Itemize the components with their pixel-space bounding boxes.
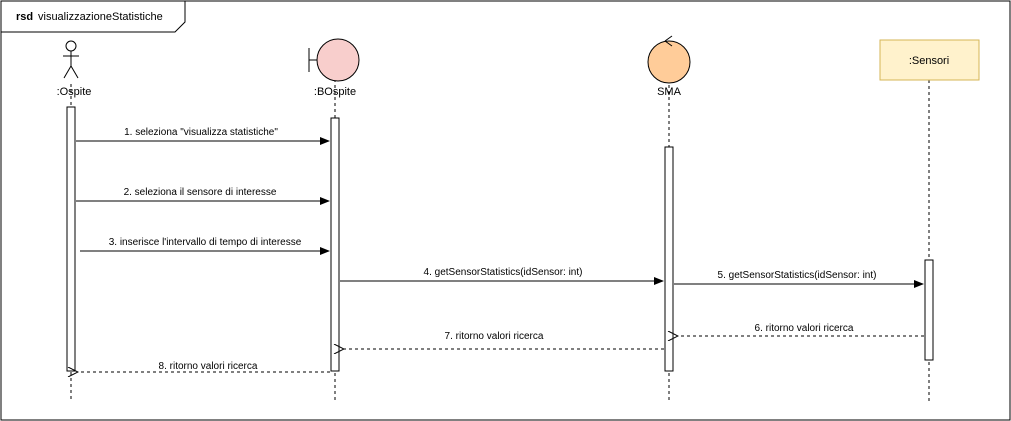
activation-bospite (330, 117, 340, 372)
message-label-5: 5. getSensorStatistics(idSensor: int) (718, 270, 877, 281)
message-label-1: 1. seleziona "visualizza statistiche" (124, 127, 278, 138)
actor-icon (63, 40, 79, 79)
frame-keyword: rsd (16, 11, 33, 23)
message-label-3: 3. inserisce l'intervallo di tempo di in… (109, 237, 302, 248)
message-label-4: 4. getSensorStatistics(idSensor: int) (424, 267, 583, 278)
activation-sensori (924, 259, 934, 361)
message-label-6: 6. ritorno valori ricerca (755, 323, 854, 334)
activation-ospite (66, 106, 76, 372)
boundary-icon (308, 38, 360, 82)
entity-sensori-box (879, 39, 980, 81)
message-label-8: 8. ritorno valori ricerca (159, 361, 258, 372)
activation-sma (664, 146, 674, 372)
frame-title: visualizzazioneStatistiche (38, 11, 163, 23)
lifeline-sensori-label: :Sensori (909, 55, 949, 67)
lifeline-sma-label: SMA (657, 86, 682, 98)
lifeline-ospite-label: :Ospite (57, 86, 92, 98)
message-label-2: 2. seleziona il sensore di interesse (124, 187, 277, 198)
control-icon (647, 35, 691, 84)
frame-tab (0, 0, 186, 33)
lifeline-bospite-label: :BOspite (314, 86, 356, 98)
message-label-7: 7. ritorno valori ricerca (445, 331, 544, 342)
